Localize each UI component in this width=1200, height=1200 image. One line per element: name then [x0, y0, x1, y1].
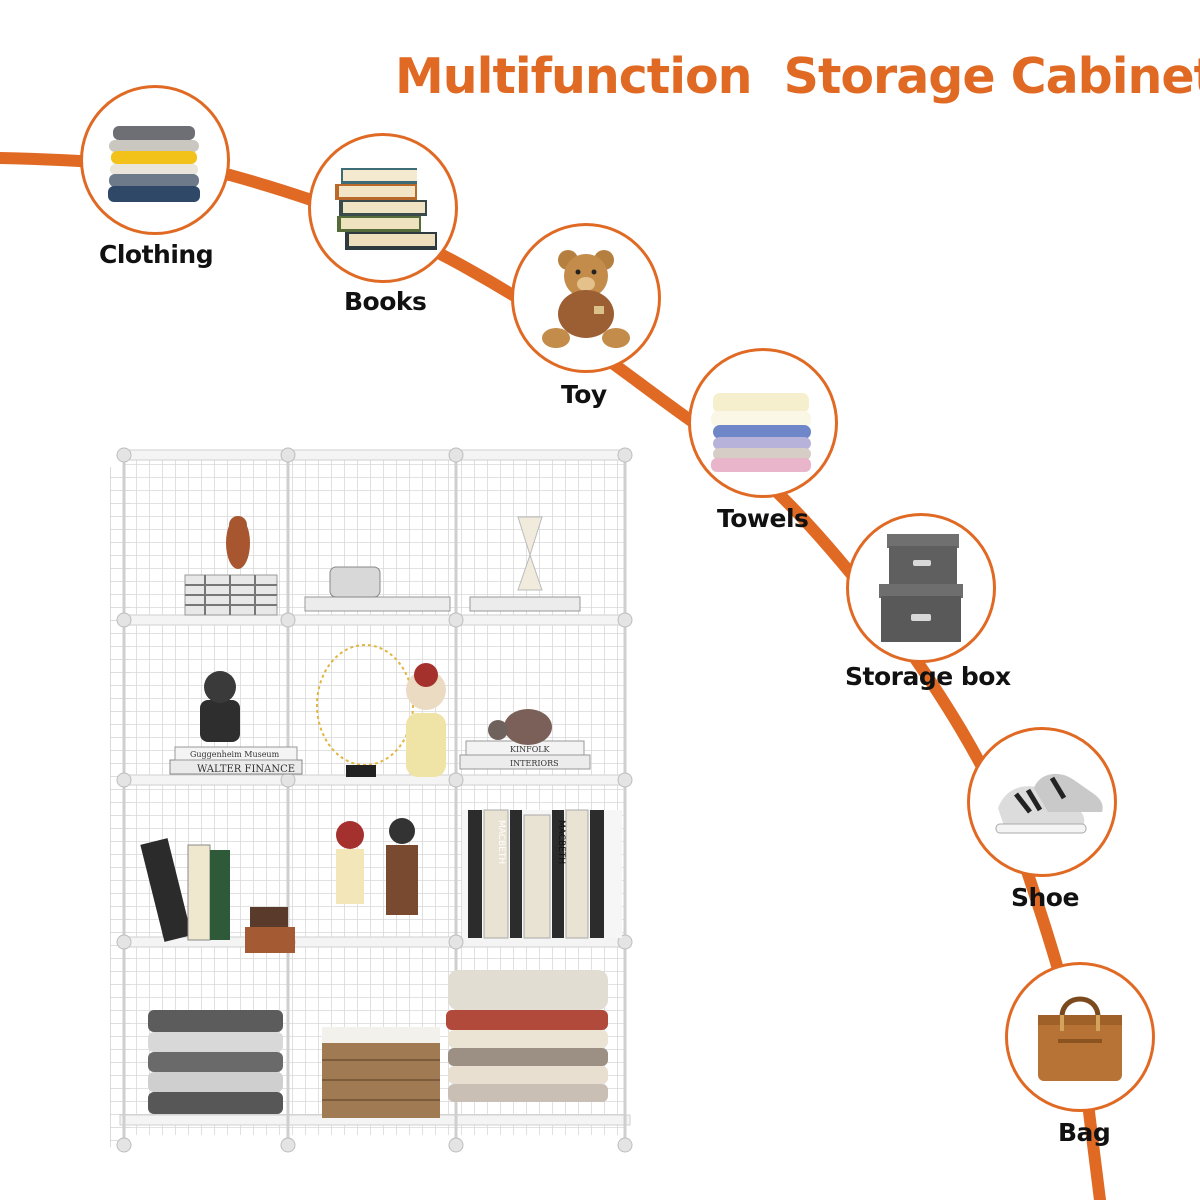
- use-label-shoe: Shoe: [1011, 883, 1079, 912]
- book-text-kinfolk: KINFOLK: [510, 745, 551, 754]
- use-label-toy: Toy: [561, 380, 607, 409]
- book-stack-icon: [308, 133, 458, 283]
- use-label-towels: Towels: [717, 504, 809, 533]
- folded-clothes-icon: [80, 85, 230, 235]
- use-label-bag: Bag: [1058, 1118, 1111, 1147]
- storage-box-icon: [846, 513, 996, 663]
- book-text-macbeth-alt: MACBETH: [556, 820, 566, 864]
- page-title: Multifunction Storage Cabinet: [395, 48, 1200, 105]
- use-label-storage-box: Storage box: [845, 662, 1011, 691]
- use-label-clothing: Clothing: [99, 240, 214, 269]
- handbag-icon: [1005, 962, 1155, 1112]
- folded-towels-icon: [688, 348, 838, 498]
- book-text-museum: Guggenheim Museum: [190, 750, 280, 759]
- sneakers-icon: [967, 727, 1117, 877]
- book-text-macbeth: MACBETH: [496, 820, 506, 864]
- teddy-bear-icon: [511, 223, 661, 373]
- book-text-interiors: INTERIORS: [510, 759, 559, 768]
- book-text-finance: WALTER FINANCE: [197, 764, 295, 775]
- use-label-books: Books: [344, 287, 427, 316]
- wire-storage-cabinet: WALTER FINANCE Guggenheim Museum INTERIO…: [110, 447, 633, 1153]
